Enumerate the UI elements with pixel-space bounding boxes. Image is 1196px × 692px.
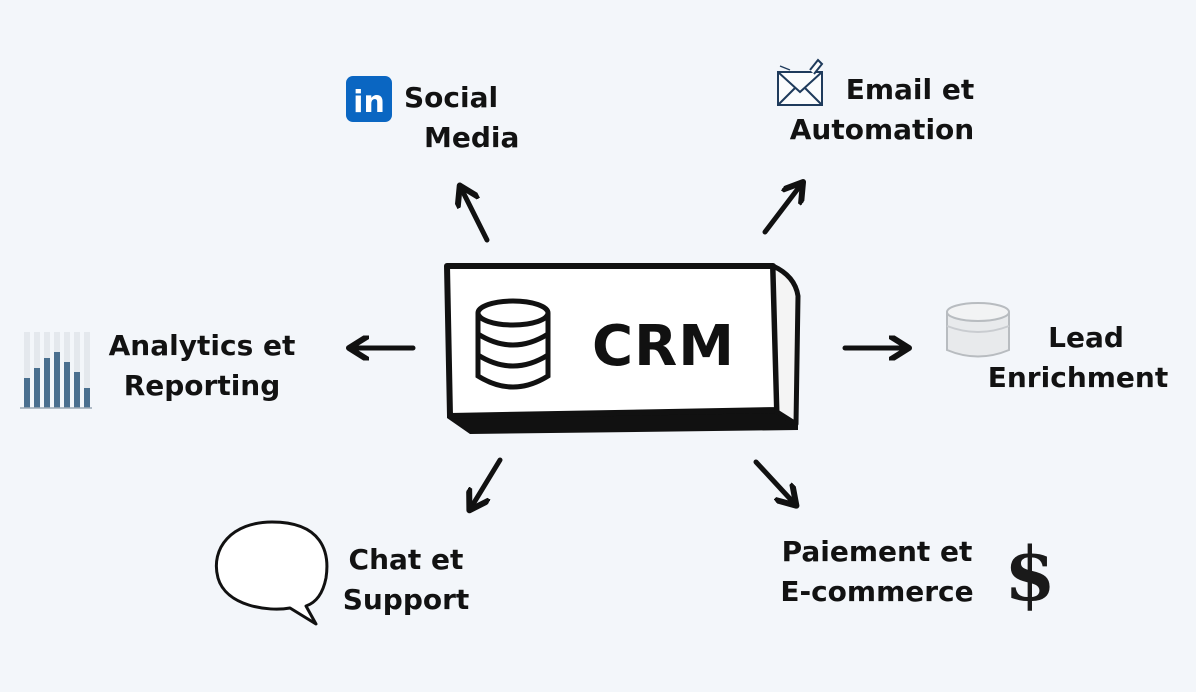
email-automation-line2: Automation (789, 113, 975, 146)
envelope-icon (777, 58, 824, 106)
payment-ecommerce-line2: E-commerce (780, 575, 974, 608)
node-social-media: Social Media (404, 78, 519, 158)
connector-arrows (354, 186, 904, 506)
lead-enrichment-line2: Enrichment (987, 361, 1169, 394)
bar-chart-icon (20, 332, 92, 409)
arrow-to-chat-support (472, 457, 503, 506)
analytics-reporting-line2: Reporting (123, 369, 281, 402)
node-payment-ecommerce: Paiement et E-commerce (764, 532, 990, 612)
arrow-to-payment-ecommerce (753, 459, 793, 502)
crm-database-icon (475, 298, 551, 390)
speech-bubble-icon (215, 520, 329, 626)
linkedin-icon: in (346, 76, 392, 122)
node-analytics-reporting: Analytics et Reporting (94, 326, 310, 406)
analytics-reporting-line1: Analytics et (108, 329, 296, 362)
node-lead-enrichment: Lead Enrichment (978, 318, 1178, 398)
payment-ecommerce-line1: Paiement et (781, 535, 973, 568)
node-chat-support: Chat et Support (336, 540, 476, 620)
node-email-automation: Email et Automation (776, 70, 988, 150)
social-media-line1: Social (404, 81, 499, 114)
arrow-to-social-media (462, 190, 490, 243)
social-media-line2: Media (424, 121, 520, 154)
arrow-to-email-automation (762, 186, 800, 235)
email-automation-line1: Email et (845, 73, 975, 106)
linkedin-badge-text: in (353, 85, 385, 120)
dollar-sign-icon: $ (1004, 532, 1056, 618)
chat-support-line1: Chat et (348, 543, 464, 576)
lead-enrichment-line1: Lead (1048, 321, 1124, 354)
crm-title: CRM (592, 314, 735, 379)
chat-support-line2: Support (342, 583, 470, 616)
database-cylinder-icon (946, 302, 1010, 358)
